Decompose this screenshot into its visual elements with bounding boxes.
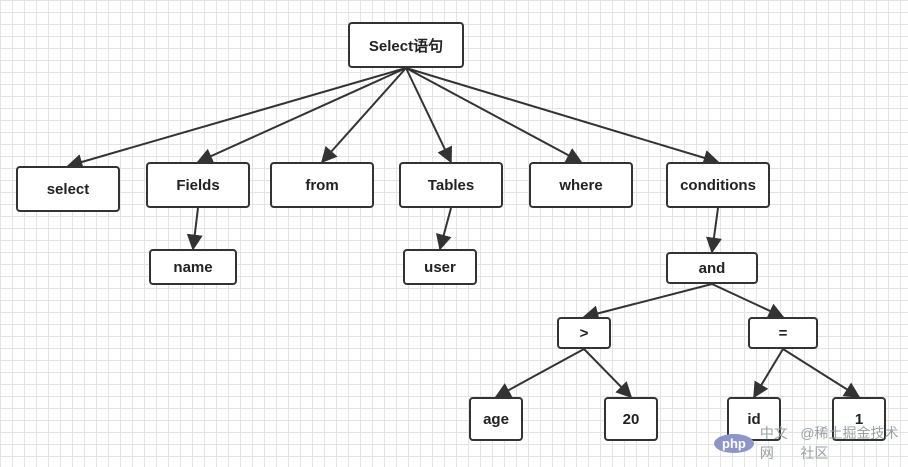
- edge-root-to-from: [320, 67, 407, 164]
- edge-root-to-select: [66, 67, 407, 170]
- node-select-statement: Select语句: [348, 22, 464, 68]
- node-name: name: [149, 249, 237, 285]
- edge-gt-to-n20: [583, 348, 633, 399]
- edge-conditions-to-and: [706, 207, 722, 254]
- node-user: user: [403, 249, 477, 285]
- edge-root-to-where: [405, 67, 583, 163]
- node-age: age: [469, 397, 523, 441]
- node-and: and: [666, 252, 758, 284]
- edge-and-to-eq: [711, 283, 785, 319]
- edge-eq-to-idn: [753, 348, 784, 399]
- php-site-suffix: 中文网: [759, 425, 788, 461]
- edge-and-to-gt: [582, 283, 713, 322]
- watermark-text: @稀土掘金技术社区: [800, 425, 899, 461]
- node-value-1: 1: [832, 397, 886, 441]
- node-conditions: conditions: [666, 162, 770, 208]
- watermark: php 中文网 @稀土掘金技术社区: [714, 424, 904, 462]
- edge-eq-to-n1: [782, 348, 861, 398]
- node-fields: Fields: [146, 162, 250, 208]
- php-logo-badge: php: [714, 433, 754, 453]
- edge-gt-to-age: [494, 348, 585, 398]
- node-equals: =: [748, 317, 818, 349]
- node-tables: Tables: [399, 162, 503, 208]
- node-select: select: [16, 166, 120, 212]
- node-from: from: [270, 162, 374, 208]
- node-greater-than: >: [557, 317, 611, 349]
- node-where: where: [529, 162, 633, 208]
- edge-root-to-conditions: [405, 67, 720, 166]
- edge-root-to-fields: [196, 67, 407, 164]
- edge-fields-to-name: [186, 207, 203, 251]
- node-value-20: 20: [604, 397, 658, 441]
- edge-tables-to-user: [436, 207, 452, 251]
- edge-root-to-tables: [405, 67, 452, 164]
